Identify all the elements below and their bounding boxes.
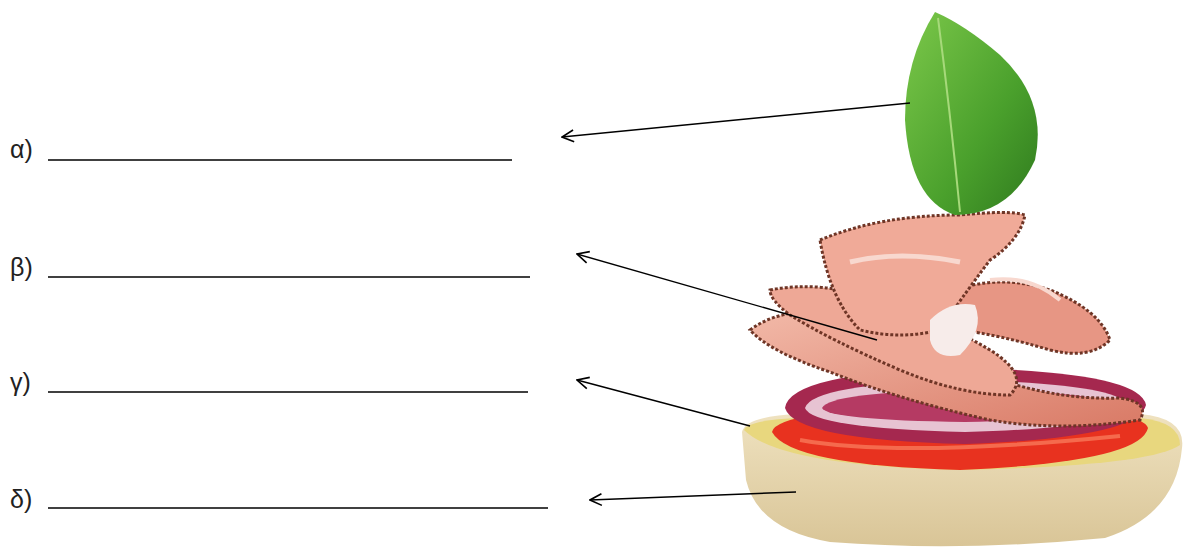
item-label: β) [10,255,33,280]
ham-fat [850,256,960,262]
leader-arrow [590,492,796,500]
basil-vein [938,18,960,212]
ham-fat [930,304,978,356]
answer-line [48,507,548,508]
leader-arrow [577,254,877,340]
item-label: γ) [10,370,31,395]
ham-slice [820,213,1025,336]
basil-leaf [905,12,1038,215]
answer-line [48,159,512,160]
item-label: α) [10,137,33,162]
leader-arrow [577,380,750,426]
leader-arrow [562,103,910,137]
item-label: δ) [10,487,32,512]
ham-fat [990,279,1060,300]
answer-line [48,391,528,392]
answer-line [48,276,530,277]
